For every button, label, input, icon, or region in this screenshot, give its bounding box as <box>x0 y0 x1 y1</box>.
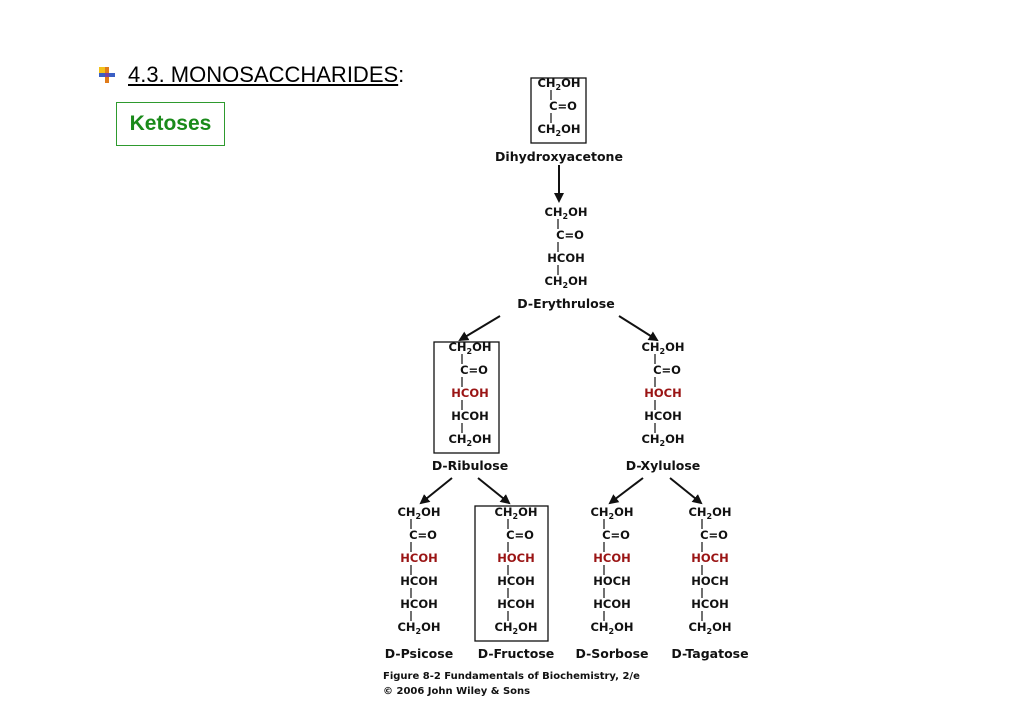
slide-heading: 4.3. MONOSACCHARIDES: <box>98 62 404 88</box>
carbonyl-group: C=O <box>409 528 437 542</box>
molecule-dihydroxyacetone: CH2OH C=O CH2OH Dihydroxyacetone <box>495 76 623 164</box>
carbonyl-group: C=O <box>556 228 584 242</box>
functional-group: CH2OH <box>590 505 633 521</box>
highlight-box <box>474 505 549 642</box>
molecule-tagatose: CH2OH C=O HOCH HOCH HCOH CH2OH D-Tagatose <box>671 505 748 661</box>
functional-group: CH2OH <box>494 505 537 521</box>
molecule-name: Dihydroxyacetone <box>495 149 623 164</box>
carbonyl-group: C=O <box>602 528 630 542</box>
functional-group: CH2OH <box>494 620 537 636</box>
arrow-ribulose-to-fructose <box>477 477 511 505</box>
molecule-xylulose: CH2OH C=O HOCH HCOH CH2OH D-Xylulose <box>626 340 701 473</box>
molecule-ribulose: CH2OH C=O HCOH HCOH CH2OH D-Ribulose <box>432 340 508 473</box>
molecule-name: D-Ribulose <box>432 458 508 473</box>
functional-group: HCOH <box>400 597 437 611</box>
functional-group: CH2OH <box>688 620 731 636</box>
functional-group: HCOH <box>400 551 437 565</box>
page-title: 4.3. MONOSACCHARIDES: <box>128 62 405 87</box>
molecule-name: D-Tagatose <box>671 646 748 661</box>
functional-group: CH2OH <box>641 432 684 448</box>
carbonyl-group: C=O <box>653 363 681 377</box>
functional-group: HCOH <box>451 409 488 423</box>
functional-group: CH2OH <box>590 620 633 636</box>
functional-group: HOCH <box>497 551 534 565</box>
ketoses-label: Ketoses <box>129 112 212 135</box>
arrow-erythrulose-to-xylulose <box>618 315 659 342</box>
functional-group: CH2OH <box>537 122 580 138</box>
molecule-name: D-Xylulose <box>626 458 701 473</box>
functional-group: CH2OH <box>397 620 440 636</box>
arrow-ribulose-to-psicose <box>419 477 453 505</box>
functional-group: HCOH <box>451 386 488 400</box>
arrow-xylulose-to-sorbose <box>608 477 644 505</box>
functional-group: CH2OH <box>537 76 580 92</box>
carbonyl-group: C=O <box>506 528 534 542</box>
molecule-fructose: CH2OH C=O HOCH HCOH HCOH CH2OH D-Fructose <box>474 505 555 661</box>
carbonyl-group: C=O <box>700 528 728 542</box>
arrow-xylulose-to-tagatose <box>669 477 703 505</box>
functional-group: HCOH <box>691 597 728 611</box>
functional-group: HCOH <box>593 551 630 565</box>
molecule-psicose: CH2OH C=O HCOH HCOH HCOH CH2OH D-Psicose <box>385 505 453 661</box>
arrow-erythrulose-to-ribulose <box>458 315 501 342</box>
functional-group: HOCH <box>593 574 630 588</box>
functional-group: CH2OH <box>641 340 684 356</box>
functional-group: HCOH <box>497 574 534 588</box>
highlight-box <box>530 77 587 144</box>
carbonyl-group: C=O <box>460 363 488 377</box>
bullet-icon <box>98 66 116 84</box>
functional-group: HCOH <box>400 574 437 588</box>
molecule-name: D-Erythrulose <box>517 296 614 311</box>
molecule-sorbose: CH2OH C=O HCOH HOCH HCOH CH2OH D-Sorbose <box>575 505 648 661</box>
functional-group: CH2OH <box>544 274 587 290</box>
molecule-name: D-Sorbose <box>575 646 648 661</box>
functional-group: CH2OH <box>688 505 731 521</box>
functional-group: CH2OH <box>448 340 491 356</box>
functional-group: HCOH <box>593 597 630 611</box>
carbonyl-group: C=O <box>549 99 577 113</box>
functional-group: CH2OH <box>448 432 491 448</box>
functional-group: HCOH <box>547 251 584 265</box>
ketoses-label-box: Ketoses <box>116 102 225 146</box>
functional-group: HOCH <box>691 574 728 588</box>
functional-group: CH2OH <box>544 205 587 221</box>
functional-group: HOCH <box>644 386 681 400</box>
functional-group: HOCH <box>691 551 728 565</box>
functional-group: CH2OH <box>397 505 440 521</box>
functional-group: HCOH <box>644 409 681 423</box>
figure-caption-line1: Figure 8-2 Fundamentals of Biochemistry,… <box>383 671 640 682</box>
molecule-name: D-Psicose <box>385 646 453 661</box>
functional-group: HCOH <box>497 597 534 611</box>
molecule-erythrulose: CH2OH C=O HCOH CH2OH D-Erythrulose <box>517 205 614 311</box>
figure-caption-line2: © 2006 John Wiley & Sons <box>383 686 530 697</box>
highlight-box <box>433 341 500 454</box>
molecule-name: D-Fructose <box>478 646 555 661</box>
arrows <box>419 165 703 505</box>
